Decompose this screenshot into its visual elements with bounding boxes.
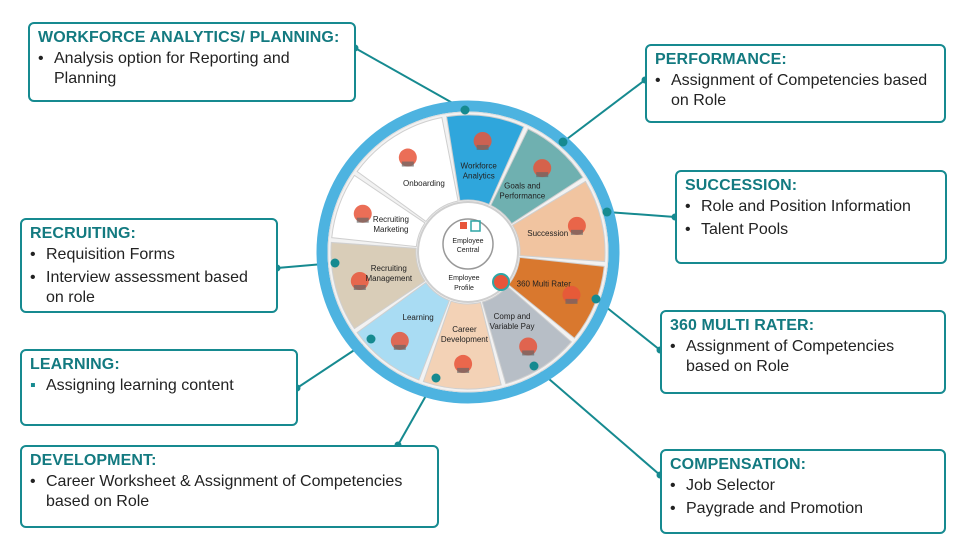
segment-shape	[445, 114, 525, 206]
box-item: Job Selector	[670, 476, 936, 496]
box-workforce: WORKFORCE ANALYTICS/ PLANNING: Analysis …	[28, 22, 356, 102]
box-title: PERFORMANCE:	[655, 51, 787, 68]
box-item: Requisition Forms	[30, 245, 268, 265]
person-icon	[460, 222, 467, 229]
box-performance: PERFORMANCE: Assignment of Competencies …	[645, 44, 946, 123]
box-title: LEARNING:	[30, 356, 120, 373]
segment-label: Comp and	[494, 312, 531, 321]
segment-label: Succession	[527, 229, 568, 238]
box-360-multi-rater: 360 MULTI RATER: Assignment of Competenc…	[660, 310, 946, 394]
connector-dot	[591, 294, 601, 304]
employee-central-label: Central	[457, 247, 480, 254]
segment-learning: Learning	[356, 281, 451, 381]
segment-label: Management	[365, 274, 412, 283]
connector-dot	[366, 334, 376, 344]
segment-label: Onboarding	[403, 179, 445, 188]
employee-profile-label: Profile	[454, 285, 474, 292]
360-icon-base	[565, 298, 578, 304]
connector-dot	[602, 207, 612, 217]
segment-label: Recruiting	[371, 264, 407, 273]
segment-shape	[331, 174, 426, 248]
bar-chart-icon-base	[476, 144, 489, 150]
segment-shape	[481, 285, 573, 385]
box-title: RECRUITING:	[30, 225, 136, 242]
succession-people-icon-base	[570, 229, 583, 235]
building-people-icon-base	[353, 284, 366, 290]
box-item: Assignment of Competencies based on Role	[655, 71, 936, 111]
box-item: Talent Pools	[685, 220, 937, 240]
segment-shape	[507, 256, 605, 339]
box-item: Assigning learning content	[30, 376, 288, 396]
document-icon-base	[401, 161, 414, 167]
box-compensation: COMPENSATION: Job Selector Paygrade and …	[660, 449, 946, 534]
box-item: Assignment of Competencies based on Role	[670, 337, 936, 377]
head-gears-icon-base	[393, 344, 406, 350]
box-development: DEVELOPMENT: Career Worksheet & Assignme…	[20, 445, 439, 528]
career-person-icon-base	[457, 367, 470, 373]
connector-dot	[529, 361, 539, 371]
outer-ring	[316, 100, 620, 404]
segment-label: Recruiting	[373, 215, 409, 224]
segment-label: Analytics	[463, 172, 495, 181]
currency-people-icon-base	[522, 350, 535, 356]
connector-workforce	[354, 47, 466, 111]
segment-shape	[422, 300, 502, 390]
segment-label: Variable Pay	[490, 322, 535, 331]
box-item: Interview assessment based on role	[30, 268, 268, 308]
segment-onboarding: Onboarding	[356, 116, 459, 223]
segment-label: 360 Multi Rater	[517, 279, 572, 288]
segment-shape	[356, 116, 459, 223]
monitor-cloud-icon-base	[356, 217, 369, 223]
grid-icon	[470, 220, 481, 232]
employee-profile-label: Employee	[448, 275, 479, 282]
box-item: Paygrade and Promotion	[670, 499, 936, 519]
connector-dot	[460, 105, 470, 115]
segment-shape	[356, 281, 451, 381]
connector-dot	[330, 258, 340, 268]
employee-profile-icon	[492, 273, 510, 291]
segment-succession: Succession	[511, 180, 606, 263]
connector-dot	[558, 137, 568, 147]
box-title: DEVELOPMENT:	[30, 452, 157, 469]
box-item: Career Worksheet & Assignment of Compete…	[30, 472, 429, 512]
segment-label: Marketing	[373, 225, 408, 234]
segment-360-multi-rater: 360 Multi Rater	[507, 256, 605, 339]
segment-label: Learning	[403, 313, 434, 322]
employee-central-label: Employee	[452, 238, 483, 245]
box-item: Analysis option for Reporting and Planni…	[38, 49, 346, 89]
connector-compensation	[533, 365, 661, 476]
segment-label: Development	[441, 335, 489, 344]
connector-dot	[431, 373, 441, 383]
box-title: WORKFORCE ANALYTICS/ PLANNING:	[38, 29, 340, 46]
box-title: SUCCESSION:	[685, 177, 798, 194]
team-goal-icon-base	[536, 172, 549, 178]
segment-label: Performance	[499, 192, 545, 201]
box-succession: SUCCESSION: Role and Position Informatio…	[675, 170, 947, 264]
connector-succession	[606, 211, 676, 218]
segment-shape	[511, 180, 606, 263]
segment-label: Goals and	[504, 182, 540, 191]
box-title: COMPENSATION:	[670, 456, 807, 473]
segment-label: Workforce	[461, 162, 498, 171]
box-recruiting: RECRUITING: Requisition Forms Interview …	[20, 218, 278, 313]
box-item: Role and Position Information	[685, 197, 937, 217]
box-title: 360 MULTI RATER:	[670, 317, 815, 334]
segment-shape	[330, 241, 426, 330]
box-learning: LEARNING: Assigning learning content	[20, 349, 298, 426]
connector-performance	[562, 79, 646, 143]
segment-label: Career	[452, 325, 477, 334]
